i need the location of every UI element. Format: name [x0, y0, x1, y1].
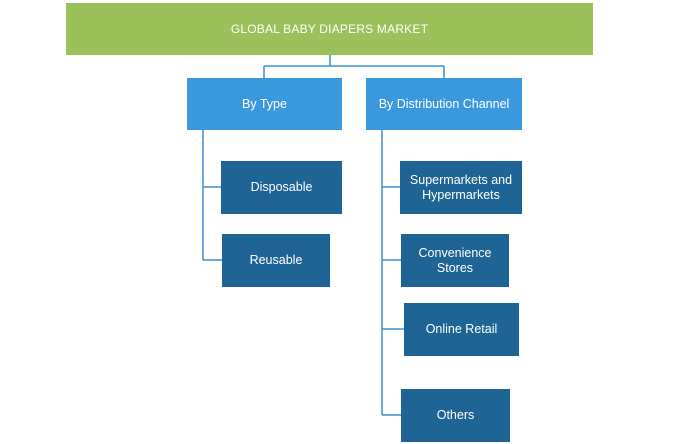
leaf-supermarkets-and-hypermarkets-label: Supermarkets and Hypermarkets: [409, 172, 513, 202]
leaf-disposable-label: Disposable: [250, 180, 313, 194]
root-node: GLOBAL BABY DIAPERS MARKET: [66, 3, 593, 55]
leaf-disposable: Disposable: [221, 161, 342, 214]
category-by-distribution-channel-label: By Distribution Channel: [378, 96, 510, 111]
category-by-type-label: By Type: [242, 96, 287, 111]
category-by-distribution-channel: By Distribution Channel: [366, 78, 522, 130]
root-node-label: GLOBAL BABY DIAPERS MARKET: [230, 21, 429, 36]
leaf-reusable-label: Reusable: [249, 253, 303, 267]
leaf-online-retail-label: Online Retail: [425, 322, 498, 336]
leaf-online-retail: Online Retail: [404, 303, 519, 356]
leaf-others: Others: [401, 389, 510, 442]
leaf-reusable: Reusable: [222, 234, 330, 287]
category-by-type: By Type: [187, 78, 342, 130]
leaf-others-label: Others: [436, 408, 475, 422]
leaf-convenience-stores-label: Convenience Stores: [418, 245, 492, 275]
leaf-convenience-stores: Convenience Stores: [401, 234, 509, 287]
leaf-supermarkets-and-hypermarkets: Supermarkets and Hypermarkets: [400, 161, 522, 214]
